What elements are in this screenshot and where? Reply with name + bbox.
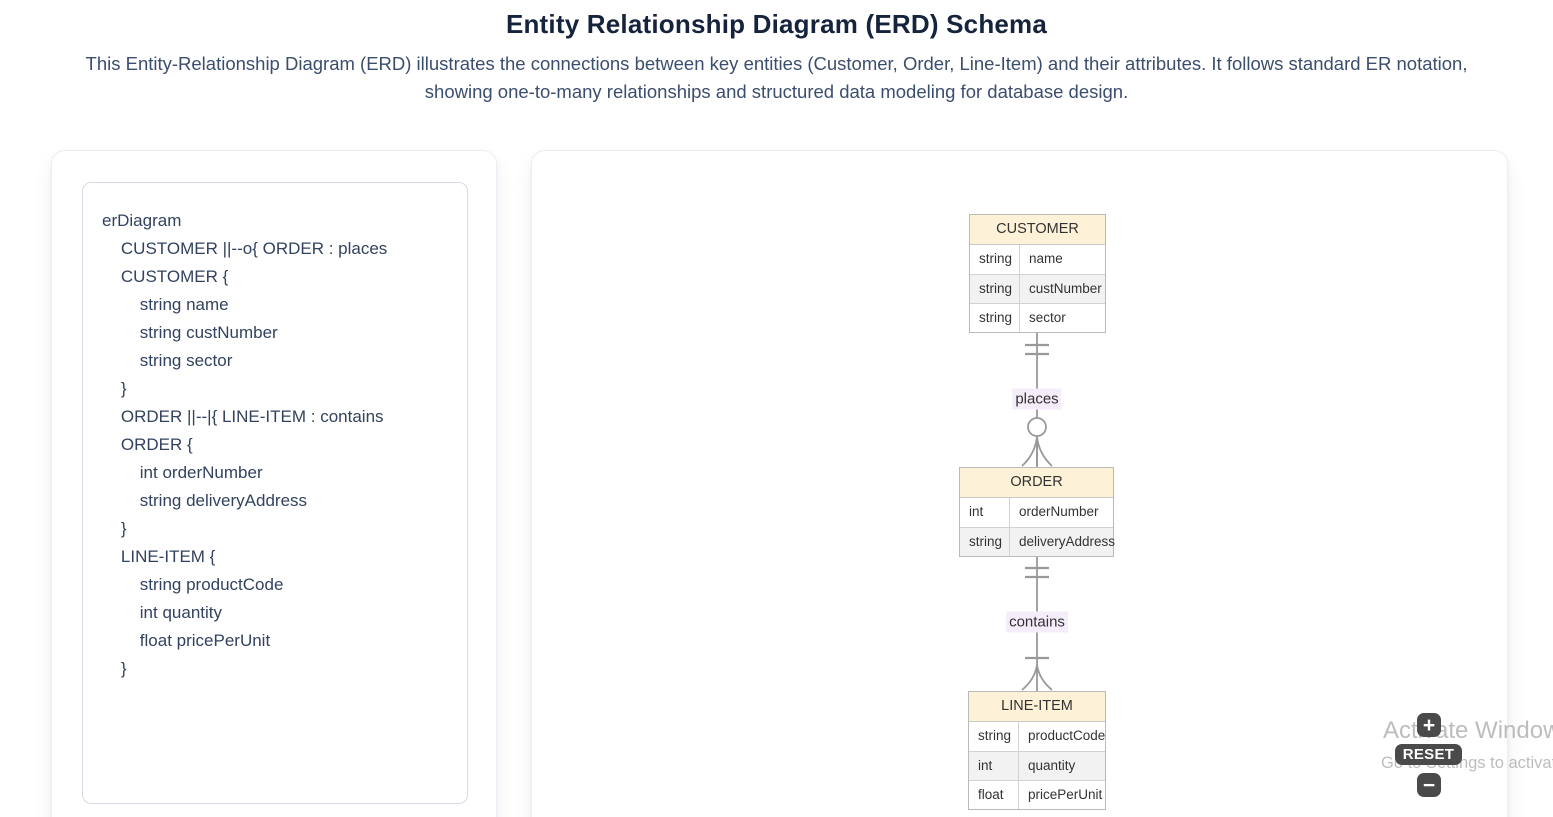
code-line: string sector	[102, 351, 233, 370]
watermark-line1: Activate Windows	[1383, 717, 1553, 744]
attribute-type: int	[960, 498, 1010, 527]
attribute-type: string	[960, 528, 1010, 556]
code-line: erDiagram	[102, 211, 182, 230]
code-line: ORDER ||--|{ LINE-ITEM : contains	[102, 407, 384, 426]
attribute-name: deliveryAddress	[1019, 534, 1116, 549]
entity-rows: string name string custNumber string sec…	[970, 245, 1105, 332]
attribute-type: string	[970, 245, 1020, 274]
entity-title: ORDER	[960, 468, 1113, 498]
attribute-row: string productCode	[969, 722, 1105, 751]
page-header: Entity Relationship Diagram (ERD) Schema…	[0, 0, 1553, 106]
zero-or-many-marker-icon	[1021, 417, 1053, 467]
attribute-name: pricePerUnit	[1028, 787, 1103, 802]
code-line: CUSTOMER {	[102, 267, 229, 286]
entity-customer[interactable]: CUSTOMER string name string custNumber s…	[969, 214, 1106, 333]
code-line: LINE-ITEM {	[102, 547, 216, 566]
relationship-label-contains: contains	[1006, 611, 1068, 633]
code-line: string custNumber	[102, 323, 278, 342]
code-line: }	[102, 659, 127, 678]
attribute-row: int quantity	[969, 751, 1105, 780]
attribute-type: string	[969, 722, 1019, 751]
relationship-label-places: places	[1012, 388, 1062, 410]
attribute-row: string custNumber	[970, 274, 1105, 303]
one-or-many-marker-icon	[1021, 656, 1053, 691]
attribute-type: string	[970, 275, 1020, 303]
code-box[interactable]: erDiagram CUSTOMER ||--o{ ORDER : places…	[82, 182, 468, 804]
code-lines: erDiagram CUSTOMER ||--o{ ORDER : places…	[102, 207, 453, 683]
windows-activation-watermark: Activate Windows Go to Settings to activ…	[1381, 717, 1553, 773]
reset-button[interactable]: RESET	[1395, 744, 1462, 765]
attribute-name: quantity	[1028, 758, 1076, 773]
entity-rows: string productCode int quantity float pr…	[969, 722, 1105, 809]
zoom-in-button[interactable]: +	[1417, 713, 1441, 737]
attribute-type: float	[969, 781, 1019, 809]
attribute-name: name	[1029, 251, 1063, 266]
exactly-one-marker-icon	[1025, 566, 1049, 579]
entity-title: LINE-ITEM	[969, 692, 1105, 722]
page-title: Entity Relationship Diagram (ERD) Schema	[505, 9, 1048, 39]
attribute-row: string deliveryAddress	[960, 527, 1116, 556]
attribute-name: sector	[1029, 310, 1066, 325]
code-line: CUSTOMER ||--o{ ORDER : places	[102, 239, 388, 258]
attribute-row: int orderNumber	[960, 498, 1113, 527]
exactly-one-marker-icon	[1025, 343, 1049, 356]
entity-title: CUSTOMER	[970, 215, 1105, 245]
code-line: float pricePerUnit	[102, 631, 271, 650]
attribute-row: string name	[970, 245, 1105, 274]
diagram-panel: CUSTOMER string name string custNumber s…	[531, 150, 1508, 817]
code-line: ORDER {	[102, 435, 193, 454]
code-line: }	[102, 519, 127, 538]
attribute-row: float pricePerUnit	[969, 780, 1105, 809]
entity-line-item[interactable]: LINE-ITEM string productCode int quantit…	[968, 691, 1106, 810]
code-line: string name	[102, 295, 229, 314]
code-line: int quantity	[102, 603, 223, 622]
attribute-type: string	[970, 304, 1020, 332]
entity-rows: int orderNumber string deliveryAddress	[960, 498, 1116, 556]
code-line: int orderNumber	[102, 463, 263, 482]
attribute-type: int	[969, 752, 1019, 780]
entity-order[interactable]: ORDER int orderNumber string deliveryAdd…	[959, 467, 1116, 557]
code-line: }	[102, 379, 127, 398]
code-line: string deliveryAddress	[102, 491, 308, 510]
zoom-out-button[interactable]: −	[1417, 773, 1441, 797]
attribute-name: orderNumber	[1019, 504, 1099, 519]
attribute-name: custNumber	[1029, 281, 1102, 296]
attribute-name: productCode	[1028, 728, 1106, 743]
code-panel: erDiagram CUSTOMER ||--o{ ORDER : places…	[51, 150, 497, 817]
code-line: string productCode	[102, 575, 284, 594]
attribute-row: string sector	[970, 303, 1105, 332]
page-description: This Entity-Relationship Diagram (ERD) i…	[85, 53, 1468, 102]
